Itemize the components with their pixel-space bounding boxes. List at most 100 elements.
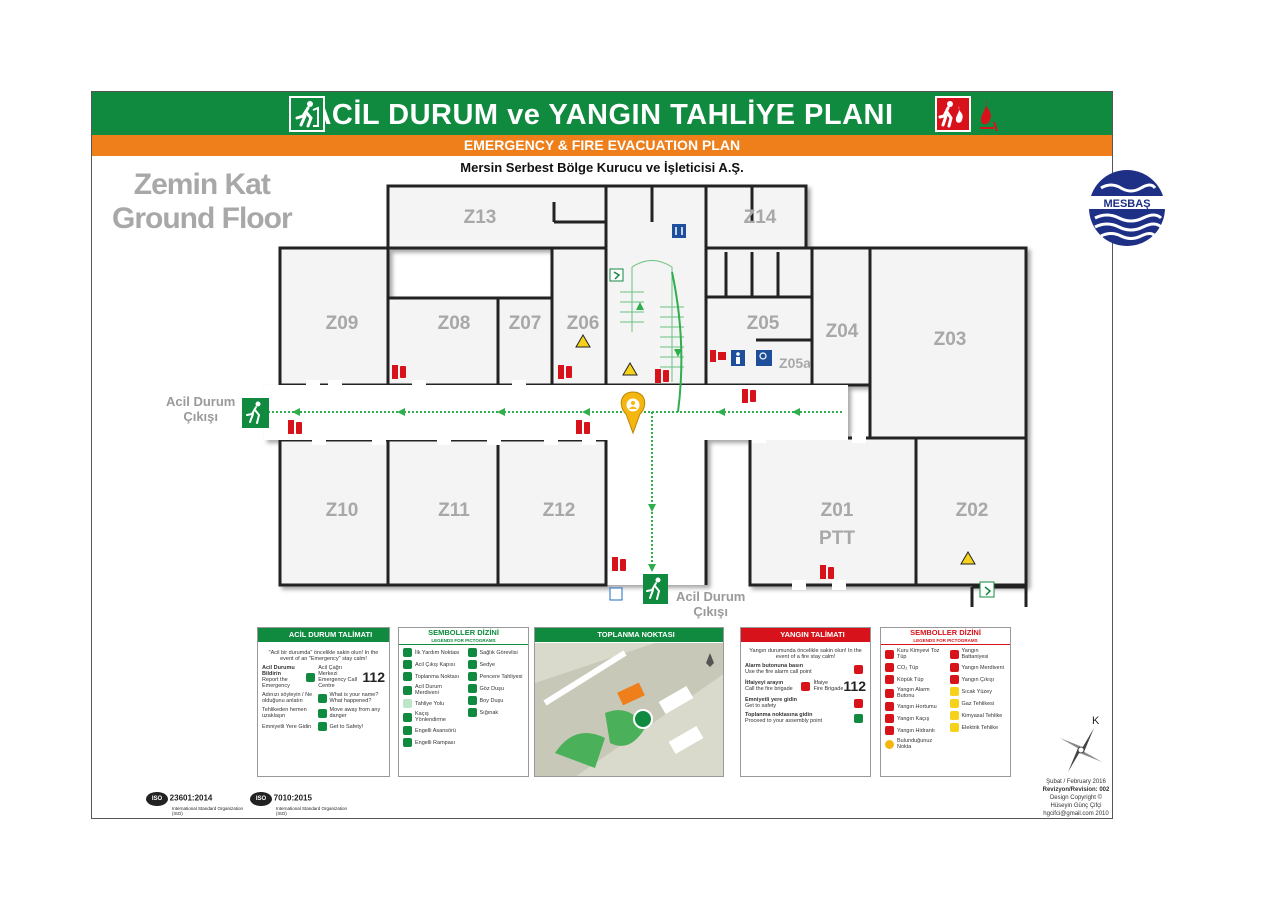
emergency-procedure-panel: ACİL DURUM TALİMATI EMERGENCY PROCEDURE …	[257, 627, 390, 777]
evacuation-route	[248, 271, 842, 572]
legend-item-label: Göz Duşu	[479, 685, 504, 692]
legend-item: Acil Durum Merdiveni	[403, 684, 460, 696]
room-z13	[386, 184, 608, 250]
stair-hall	[604, 184, 708, 387]
label-z08: Z08	[438, 313, 471, 334]
wc-icon	[731, 350, 745, 366]
fire-item-label: İtfaiyeyi arayın	[745, 680, 784, 686]
legend-item: Acil Çıkış Kapısı	[403, 660, 460, 669]
south-exit-sign-icon	[643, 574, 668, 604]
symbols-red-header: SEMBOLLER DİZİNİ LEGENDS FOR PICTOGRAMS	[881, 628, 1010, 645]
assembly-point-header: TOPLANMA NOKTASI ASSEMBLY POINT	[535, 628, 723, 651]
assembly-point-map	[535, 643, 723, 776]
emergency-number: 112	[362, 669, 385, 685]
legend-item: Sağlık Görevlisi	[467, 648, 525, 657]
subtitle-bar: EMERGENCY & FIRE EVACUATION PLAN	[92, 135, 1112, 156]
legend-item: Boy Duşu	[467, 696, 525, 705]
legend-item: Yangın Hidrantı	[885, 726, 942, 735]
label-z10: Z10	[326, 500, 359, 521]
label-z04: Z04	[826, 321, 859, 342]
emergency-item-en: Move away from any danger	[329, 707, 381, 719]
legend-item-label: Pencere Tahliyesi	[479, 673, 523, 680]
window-exit-icon	[467, 672, 477, 681]
label-z11: Z11	[438, 500, 470, 521]
you-are-here-icon	[885, 739, 894, 749]
legend-item: Pencere Tahliyesi	[467, 672, 525, 681]
chemical-hazard-icon	[949, 711, 959, 720]
legend-item-label: Yangın Hortumu	[897, 703, 937, 710]
legend-item: Bulunduğunuz Nokta	[885, 738, 942, 750]
legend-item: Sığınak	[467, 708, 525, 717]
exit-arrow-icon	[317, 722, 327, 731]
fire-item-en: Proceed to your assembly point	[745, 718, 823, 724]
emergency-procedure-title: ACİL DURUM TALİMATI	[288, 630, 373, 639]
label-z14: Z14	[744, 207, 777, 228]
emergency-item-en: Get to Safety!	[329, 723, 364, 730]
accessible-elevator-icon	[403, 726, 412, 735]
warning-triangle-icons	[575, 334, 976, 565]
iso-7010-text: International Standard Organization (ISO…	[276, 806, 348, 816]
emergency-intro: "Acil bir durumda" öncelikle sakin olun!…	[268, 650, 379, 662]
revision-number: Revizyon/Revision: 002	[1042, 787, 1110, 793]
floor-label-en: Ground Floor	[112, 202, 293, 235]
phone-icon	[801, 681, 811, 691]
legend-item-label: Kuru Kimyevi Toz Tüp	[897, 648, 940, 660]
legend-item: Engelli Rampası	[403, 738, 460, 747]
flame-icon	[980, 100, 998, 132]
label-z05: Z05	[747, 313, 780, 334]
label-z02: Z02	[956, 500, 989, 521]
plan-subtitle: EMERGENCY & FIRE EVACUATION PLAN	[463, 137, 741, 153]
label-z12: Z12	[543, 500, 576, 521]
assembly-point-title: TOPLANMA NOKTASI	[597, 630, 675, 639]
first-aid-icon	[403, 648, 412, 657]
symbols-green-title: SEMBOLLER DİZİNİ	[428, 628, 499, 637]
iso-logo-icon: ISO	[146, 792, 168, 806]
legend-item-label: Yangın Alarm Butonu	[897, 687, 930, 699]
south-exit-line2: Çıkışı	[693, 604, 729, 619]
accessible-wc-icon	[756, 350, 772, 366]
fire-number: 112	[843, 678, 866, 694]
exit-door-icon	[403, 660, 412, 669]
emergency-item-label: Tehlikeden hemen uzaklaşın	[262, 707, 307, 719]
iso-23601-badge: ISO 23601:2014 International Standard Or…	[146, 792, 252, 816]
vertical-corridor	[606, 385, 706, 585]
accessible-ramp-icon	[403, 738, 412, 747]
legend-item-label: Yangın Kaçış	[897, 715, 930, 722]
stretcher-icon	[467, 660, 477, 669]
fire-item-en: Use the fire alarm call point	[745, 669, 812, 675]
legend-item-label: Tahliye Yolu	[415, 700, 445, 707]
legend-item: Yangın Merdiveni	[949, 663, 1007, 672]
fire-procedure-title-en: FIRE PROCEDURE	[792, 646, 833, 651]
legend-item: Yangın Hortumu	[885, 702, 942, 711]
symbols-red-panel: SEMBOLLER DİZİNİ LEGENDS FOR PICTOGRAMS …	[880, 627, 1011, 777]
emergency-item-en: Report the Emergency	[262, 677, 290, 689]
fire-item-label: Alarm butonuna basın	[745, 663, 804, 669]
fire-item-label: Toplanma noktasına gidin	[745, 712, 813, 718]
phone-icon	[317, 693, 327, 703]
legend-item: Tahliye Yolu	[403, 699, 460, 708]
label-z03: Z03	[934, 329, 967, 350]
south-exit-line1: Acil Durum	[676, 589, 746, 604]
legend-item-label: Köpük Tüp	[897, 676, 924, 683]
legend-item: Kuru Kimyevi Toz Tüp	[885, 648, 942, 660]
assembly-point-panel: TOPLANMA NOKTASI ASSEMBLY POINT	[534, 627, 724, 777]
legend-item-label: Engelli Asansörü	[415, 727, 456, 734]
legend-item-label: İlk Yardım Noktası	[415, 649, 460, 656]
legend-item-label: Bulunduğunuz Nokta	[897, 738, 933, 750]
co2-extinguisher-icon	[885, 663, 894, 672]
emergency-exit-sign-icon	[289, 96, 325, 132]
symbols-green-panel: SEMBOLLER DİZİNİ LEGENDS FOR PICTOGRAMS …	[398, 627, 529, 777]
iso-23601-text: International Standard Organization (ISO…	[172, 806, 244, 816]
design-copyright: Design Copyright © Hüseyin Günç Çifçi	[1049, 795, 1103, 809]
emergency-item-label: Adınızı söyleyin / Ne olduğunu anlatın	[262, 692, 313, 704]
legend-item-label: Acil Durum Merdiveni	[415, 684, 442, 696]
iso-7010-badge: ISO 7010:2015 International Standard Org…	[250, 792, 356, 816]
symbols-red-title: SEMBOLLER DİZİNİ	[910, 628, 981, 637]
emergency-procedure-header: ACİL DURUM TALİMATI EMERGENCY PROCEDURE	[258, 628, 389, 651]
legend-item: Sıcak Yüzey	[949, 687, 1007, 696]
logo-text: MESBAŞ	[1103, 198, 1150, 210]
